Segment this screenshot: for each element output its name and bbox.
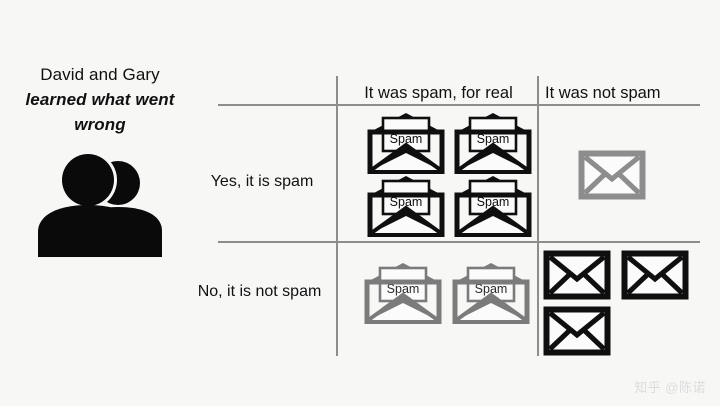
row-header-yes-spam: Yes, it is spam [210, 173, 314, 190]
row-header-not-spam: No, it is not spam [197, 283, 322, 300]
svg-text:Spam: Spam [477, 132, 510, 146]
rule-column-divider-2 [537, 76, 539, 356]
closed-envelope-icon [543, 250, 611, 300]
open-spam-envelope-icon: Spam [454, 113, 532, 174]
two-people-silhouette-icon [38, 152, 162, 257]
open-spam-envelope-icon: Spam [364, 263, 442, 324]
svg-text:Spam: Spam [475, 282, 508, 296]
column-header-spam: It was spam, for real [364, 84, 513, 102]
title-line-1: David and Gary [40, 65, 160, 84]
open-spam-envelope-icon: Spam [367, 113, 445, 174]
svg-text:Spam: Spam [390, 132, 423, 146]
title-line-3: wrong [74, 115, 126, 134]
cell-false-negative: Spam Spam [363, 262, 538, 326]
open-spam-envelope-icon: Spam [452, 263, 530, 324]
title-line-2: learned what went [25, 90, 175, 109]
svg-text:Spam: Spam [477, 195, 510, 209]
cell-true-positive: Spam Spam Spam Spam [358, 112, 533, 237]
svg-text:Spam: Spam [387, 282, 420, 296]
rule-column-divider-1 [336, 76, 338, 356]
closed-envelope-icon [543, 306, 611, 356]
open-spam-envelope-icon: Spam [454, 176, 532, 237]
rule-row-divider [218, 241, 700, 243]
cell-false-positive [578, 150, 648, 202]
open-spam-envelope-icon: Spam [367, 176, 445, 237]
closed-envelope-icon [621, 250, 689, 300]
column-header-not-spam: It was not spam [545, 84, 661, 102]
closed-envelope-icon [578, 150, 646, 200]
cell-true-negative [543, 250, 713, 356]
rule-header-bottom [218, 104, 700, 106]
watermark: 知乎 @陈诺 [634, 380, 706, 395]
left-panel: David and Gary learned what went wrong [0, 62, 200, 137]
svg-text:Spam: Spam [390, 195, 423, 209]
